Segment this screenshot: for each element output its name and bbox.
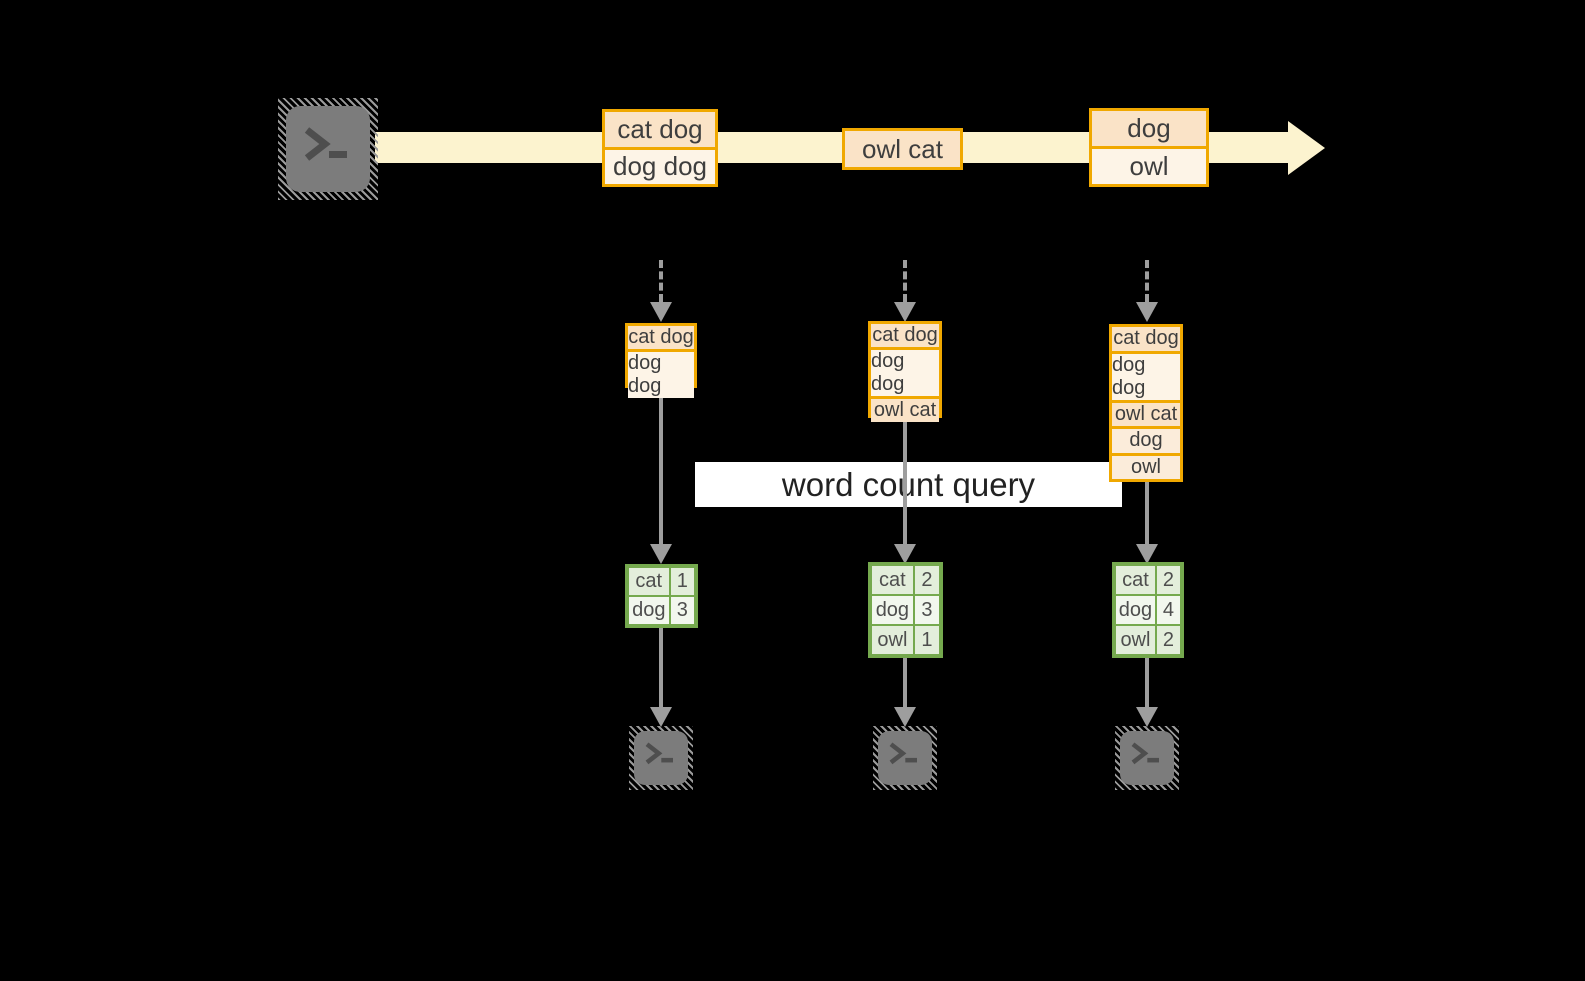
stack-line: dog <box>1112 426 1180 453</box>
stack-line: cat dog <box>871 324 939 347</box>
stream-arrowhead-icon <box>1288 121 1325 175</box>
count-cell: 3 <box>669 596 695 625</box>
terminal-icon <box>1115 726 1179 790</box>
word-cell: cat <box>1115 565 1156 595</box>
arrow-line <box>903 418 907 544</box>
message-line: dog dog <box>605 146 715 184</box>
message-stack: cat dog dog dog <box>625 323 697 398</box>
arrow-line <box>1145 482 1149 544</box>
word-cell: dog <box>1115 595 1156 625</box>
arrow-line <box>903 658 907 707</box>
word-cell: owl <box>871 625 914 655</box>
dashed-arrow <box>903 260 907 302</box>
arrow-line <box>659 628 663 707</box>
arrowhead-icon <box>650 544 672 564</box>
stack-line: dog dog <box>1112 350 1180 400</box>
arrow-line <box>1145 658 1149 707</box>
message-box: dog owl <box>1089 108 1209 187</box>
arrowhead-icon <box>650 302 672 322</box>
prompt-icon <box>304 127 348 161</box>
arrowhead-icon <box>1136 302 1158 322</box>
arrowhead-icon <box>894 302 916 322</box>
arrowhead-icon <box>894 544 916 564</box>
stack-line: cat dog <box>628 326 694 349</box>
message-stack: cat dog dog dog owl cat dog owl <box>1109 324 1183 482</box>
stack-line: dog dog <box>871 347 939 396</box>
stack-line: owl cat <box>1112 399 1180 426</box>
count-cell: 4 <box>1155 595 1181 625</box>
message-line: cat dog <box>605 112 715 147</box>
stack-line: owl <box>1112 452 1180 479</box>
message-line: dog <box>1092 111 1206 146</box>
word-cell: owl <box>1115 625 1156 655</box>
arrowhead-icon <box>1136 707 1158 727</box>
stack-line: dog dog <box>628 349 694 398</box>
count-cell: 1 <box>913 625 940 655</box>
arrowhead-icon <box>1136 544 1158 564</box>
dashed-arrow <box>1145 260 1149 302</box>
count-cell: 3 <box>913 595 940 625</box>
word-count-table: cat 1 dog 3 <box>625 564 698 628</box>
word-cell: cat <box>871 565 914 595</box>
arrowhead-icon <box>894 707 916 727</box>
terminal-icon <box>278 98 378 200</box>
terminal-icon <box>873 726 937 790</box>
prompt-icon <box>889 742 917 764</box>
word-count-table: cat 2 dog 3 owl 1 <box>868 562 943 658</box>
word-cell: dog <box>871 595 914 625</box>
arrowhead-icon <box>650 707 672 727</box>
count-cell: 1 <box>669 567 695 596</box>
message-line: owl cat <box>845 131 960 167</box>
stack-line: cat dog <box>1112 327 1180 351</box>
query-label: word count query <box>781 465 1036 503</box>
message-box: owl cat <box>842 128 963 170</box>
stack-line: owl cat <box>871 396 939 422</box>
terminal-screen <box>286 106 370 192</box>
terminal-screen <box>634 731 688 785</box>
terminal-icon <box>629 726 693 790</box>
message-stack: cat dog dog dog owl cat <box>868 321 942 422</box>
dashed-arrow <box>659 260 663 302</box>
arrow-line <box>659 388 663 544</box>
word-count-table: cat 2 dog 4 owl 2 <box>1112 562 1184 658</box>
terminal-screen <box>878 731 932 785</box>
message-box: cat dog dog dog <box>602 109 718 187</box>
word-cell: cat <box>628 567 670 596</box>
word-cell: dog <box>628 596 670 625</box>
count-cell: 2 <box>913 565 940 595</box>
terminal-screen <box>1120 731 1174 785</box>
prompt-icon <box>645 742 673 764</box>
prompt-icon <box>1131 742 1159 764</box>
message-line: owl <box>1092 146 1206 184</box>
count-cell: 2 <box>1155 625 1181 655</box>
count-cell: 2 <box>1155 565 1181 595</box>
query-label-bar: word count query <box>695 462 1122 507</box>
